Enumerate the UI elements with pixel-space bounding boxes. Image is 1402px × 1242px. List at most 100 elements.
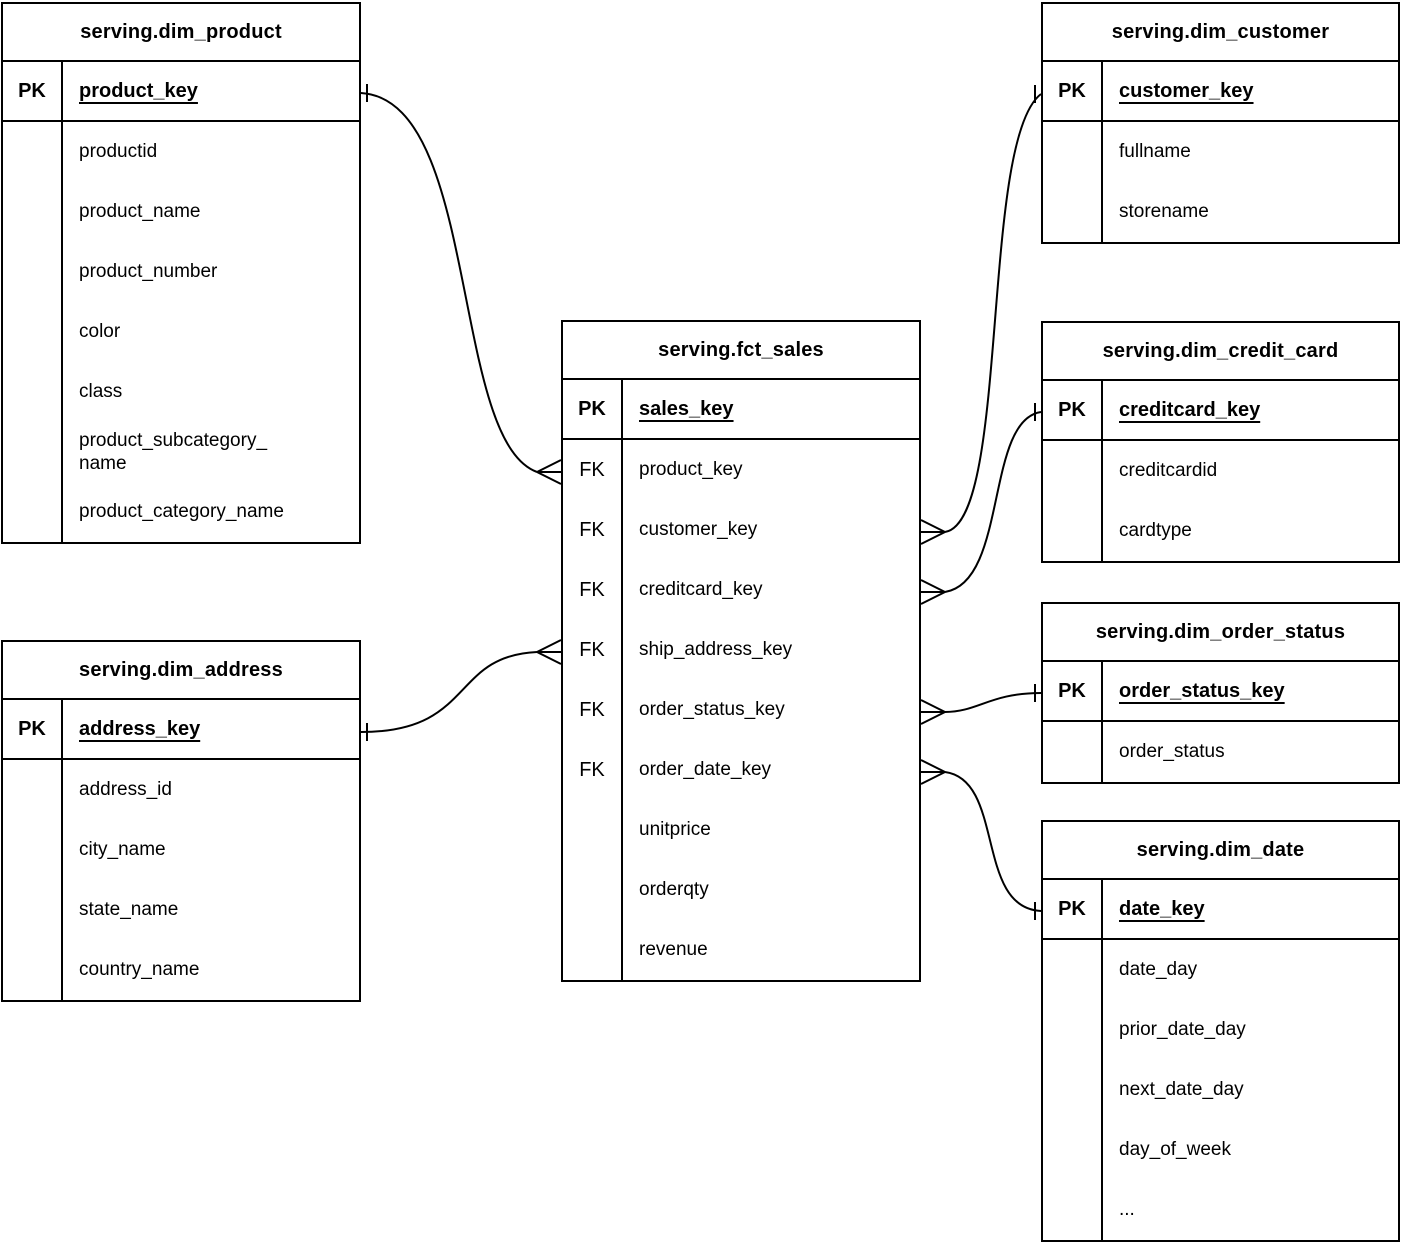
field-badge [3,122,61,182]
field-badge [3,482,61,542]
pk-row: PK product_key [3,62,359,122]
field-name: color [79,321,121,343]
pk-badge: PK [1043,62,1103,120]
field-badge-fk: FK [579,518,605,541]
pk-field-name: date_key [1119,897,1205,920]
pk-row: PK order_status_key [1043,662,1398,722]
field-badge [3,760,61,820]
field-name: unitprice [639,819,711,841]
table-title: serving.dim_product [3,4,359,62]
field-name: ship_address_key [639,639,793,661]
field-name: creditcardid [1119,460,1218,482]
field-badge [1043,1180,1101,1240]
field-badge [3,242,61,302]
key-column [1043,722,1103,782]
pk-badge: PK [3,62,63,120]
pk-field-name: customer_key [1119,79,1254,102]
table-title: serving.dim_order_status [1043,604,1398,662]
table-title: serving.dim_date [1043,822,1398,880]
table-dim-address: serving.dim_address PK address_key addre… [1,640,361,1002]
field-name: revenue [639,939,708,961]
pk-row: PK address_key [3,700,359,760]
fields-section: productid product_name product_number co… [3,122,359,542]
connector-product-sales [360,84,562,485]
field-badge-fk: FK [579,578,605,601]
table-title: serving.fct_sales [563,322,919,380]
field-name: product_key [639,459,743,481]
field-badge [3,820,61,880]
field-name: product_subcategory_ name [79,429,268,474]
pk-row: PK date_key [1043,880,1398,940]
field-name: state_name [79,899,179,921]
field-name: cardtype [1119,520,1192,542]
field-name: product_category_name [79,501,284,523]
name-column: date_day prior_date_day next_date_day da… [1103,940,1398,1240]
name-column: address_id city_name state_name country_… [63,760,359,1000]
field-name: order_status_key [639,699,785,721]
field-name: product_number [79,261,218,283]
connector-sales-customer [920,85,1042,545]
field-badge [1043,501,1101,561]
field-badge [1043,182,1101,242]
pk-name-cell: sales_key [623,380,919,438]
field-badge [1043,940,1101,1000]
field-badge [1043,1120,1101,1180]
field-badge [1043,441,1101,501]
pk-row: PK sales_key [563,380,919,440]
connector-sales-date [920,759,1042,920]
fields-section: order_status [1043,722,1398,782]
name-column: productid product_name product_number co… [63,122,359,542]
connector-sales-orderstatus [920,684,1042,725]
field-badge [3,362,61,422]
connector-sales-creditcard [920,403,1042,605]
name-column: order_status [1103,722,1398,782]
table-title: serving.dim_address [3,642,359,700]
field-name: customer_key [639,519,758,541]
name-column: fullname storename [1103,122,1398,242]
table-dim-date: serving.dim_date PK date_key date_day pr… [1041,820,1400,1242]
field-badge [3,940,61,1000]
field-badge [3,422,61,482]
pk-name-cell: order_status_key [1103,662,1398,720]
field-badge [563,920,621,980]
pk-badge: PK [563,380,623,438]
field-name: day_of_week [1119,1139,1231,1161]
pk-name-cell: creditcard_key [1103,381,1398,439]
field-name: next_date_day [1119,1079,1244,1101]
field-name: city_name [79,839,166,861]
field-name: product_name [79,201,201,223]
field-name: class [79,381,123,403]
pk-name-cell: product_key [63,62,359,120]
pk-badge: PK [1043,880,1103,938]
field-badge [563,800,621,860]
table-dim-order-status: serving.dim_order_status PK order_status… [1041,602,1400,784]
field-badge-fk: FK [579,758,605,781]
field-badge-fk: FK [579,698,605,721]
name-column: creditcardid cardtype [1103,441,1398,561]
field-name: country_name [79,959,200,981]
field-name: storename [1119,201,1209,223]
key-column: FK FK FK FK FK FK [563,440,623,980]
field-badge [1043,1060,1101,1120]
table-dim-product: serving.dim_product PK product_key produ… [1,2,361,544]
field-badge [1043,722,1101,782]
connector-address-sales [360,639,562,741]
field-badge [3,182,61,242]
field-badge [1043,1000,1101,1060]
pk-badge: PK [1043,381,1103,439]
pk-name-cell: address_key [63,700,359,758]
field-badge-fk: FK [579,458,605,481]
key-column [1043,940,1103,1240]
fields-section: fullname storename [1043,122,1398,242]
field-name: address_id [79,779,172,801]
field-name: date_day [1119,959,1198,981]
field-name: ... [1119,1199,1135,1221]
pk-badge: PK [1043,662,1103,720]
table-title: serving.dim_customer [1043,4,1398,62]
name-column: product_key customer_key creditcard_key … [623,440,919,980]
pk-field-name: sales_key [639,397,734,420]
pk-row: PK customer_key [1043,62,1398,122]
field-name: prior_date_day [1119,1019,1246,1041]
field-badge-fk: FK [579,638,605,661]
